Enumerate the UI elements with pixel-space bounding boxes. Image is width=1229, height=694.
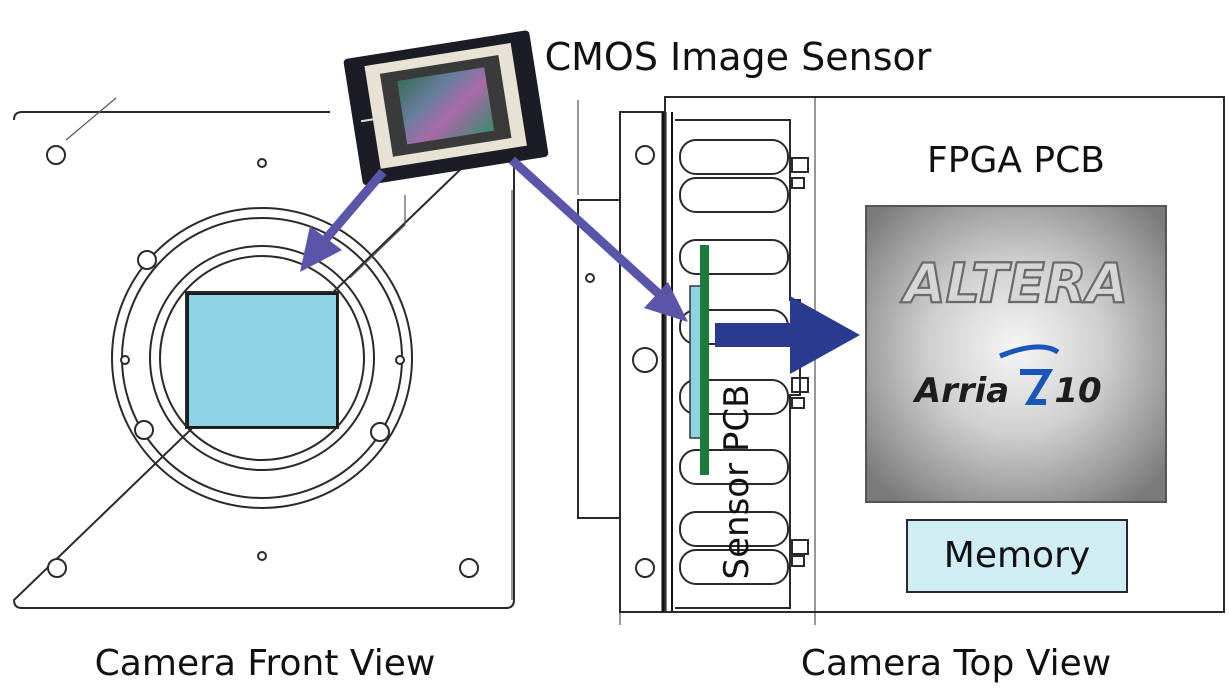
flange-hole <box>585 273 595 283</box>
side-connector <box>791 377 809 393</box>
mount-screw <box>137 250 157 270</box>
camera-top-view <box>577 96 1225 625</box>
mount-pin <box>395 355 405 365</box>
sensor-pcb-board <box>700 245 709 475</box>
heat-sink-outline <box>675 119 801 609</box>
arria-swoosh <box>999 344 1060 359</box>
fpga-package <box>865 205 1167 503</box>
front-view-label: Camera Front View <box>95 643 436 684</box>
cmos-sensor-chip <box>343 30 549 186</box>
lens-mount-inner-ring <box>149 245 375 471</box>
fpga-pcb-label: FPGA PCB <box>927 140 1105 181</box>
plate-hole <box>635 558 655 578</box>
chip-die <box>397 67 495 145</box>
chip-generation: 10 <box>1054 371 1101 411</box>
camera-front-view <box>12 97 523 609</box>
chip-product: Arria <box>912 371 1009 411</box>
sensor-to-front-arrow <box>300 169 387 272</box>
mount-hole-small <box>257 158 267 168</box>
mount-hole <box>46 145 66 165</box>
side-connector <box>791 177 805 189</box>
dimension-leader <box>349 224 406 279</box>
image-sensor-area <box>187 293 338 428</box>
mount-screw <box>134 420 154 440</box>
sensor-to-pcb-arrow <box>508 156 688 322</box>
mount-screw <box>370 422 390 442</box>
mount-hole-small <box>257 551 267 561</box>
side-connector <box>791 157 809 173</box>
side-connector <box>791 539 809 555</box>
memory-label: Memory <box>944 535 1090 576</box>
plate-hole <box>632 347 658 373</box>
fpga-chip: ALTERA Arria 10 <box>865 205 1167 503</box>
top-view-label: Camera Top View <box>801 643 1111 684</box>
sensor-pcb-label: Sensor PCB <box>717 385 757 580</box>
arria-logo-mark <box>1020 369 1054 405</box>
side-connector <box>791 397 805 409</box>
plate-hole <box>635 145 655 165</box>
housing-outline <box>664 96 1225 613</box>
lens-mount-bore <box>159 255 365 461</box>
dimension-leader <box>65 97 117 141</box>
mount-pin <box>120 355 130 365</box>
chip-pin <box>360 117 381 123</box>
side-connector <box>791 555 805 567</box>
cmos-sensor-label: CMOS Image Sensor <box>545 35 932 79</box>
pcb-to-fpga-arrow <box>715 296 860 374</box>
memory-block <box>906 519 1128 593</box>
lens-mount-outer-ring <box>111 207 413 509</box>
mount-hole <box>459 558 479 578</box>
chip-brand: ALTERA <box>900 252 1128 315</box>
mount-hole <box>47 558 67 578</box>
